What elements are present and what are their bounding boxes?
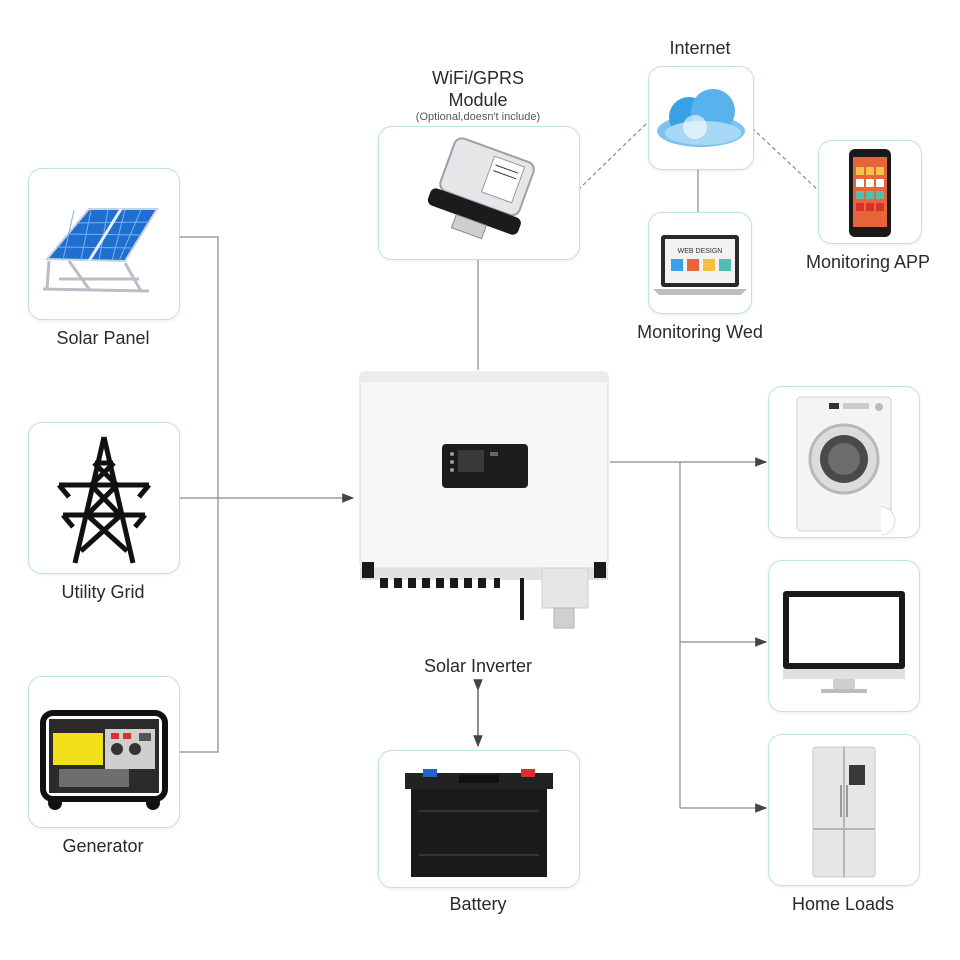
fridge-icon xyxy=(812,746,876,878)
home-loads-label: Home Loads xyxy=(791,894,895,914)
solar-inverter xyxy=(358,370,610,642)
wifi-module-note: (Optional,doesn't include) xyxy=(415,111,541,123)
utility-grid-label: Utility Grid xyxy=(61,582,145,602)
loads-bus-line xyxy=(610,461,681,808)
fridge-card xyxy=(768,734,920,886)
monitor-card xyxy=(768,560,920,712)
wifi-module-icon xyxy=(427,137,535,240)
monitor-icon xyxy=(783,591,905,693)
generator-label: Generator xyxy=(62,836,144,856)
wifi-module-card xyxy=(378,126,580,260)
power-tower-icon xyxy=(57,436,151,564)
internet-card xyxy=(648,66,754,170)
module-to-internet-line xyxy=(577,121,649,191)
cloud-icon xyxy=(657,89,745,147)
utility-grid-card xyxy=(28,422,180,574)
monitoring-web-label: Monitoring Wed xyxy=(637,322,763,342)
wifi-module-label-line1: WiFi/GPRS xyxy=(432,68,524,88)
monitoring-app-label: Monitoring APP xyxy=(805,252,931,272)
washing-machine-card xyxy=(768,386,920,538)
battery-label: Battery xyxy=(449,894,507,914)
monitoring-app-card xyxy=(818,140,922,244)
wifi-module-label-line2: Module xyxy=(448,90,508,110)
solar-panel-card xyxy=(28,168,180,320)
solar-panel-label: Solar Panel xyxy=(56,328,150,348)
internet-to-app-line xyxy=(751,127,819,191)
internet-label: Internet xyxy=(669,38,731,58)
source-bus-line xyxy=(180,236,219,753)
battery-icon xyxy=(405,769,553,877)
inverter-icon xyxy=(359,371,609,629)
laptop-icon: WEB DESIGN xyxy=(653,235,747,295)
generator-icon xyxy=(40,710,168,810)
web-design-text: WEB DESIGN xyxy=(678,248,723,255)
monitoring-web-card: WEB DESIGN xyxy=(648,212,752,314)
battery-card xyxy=(378,750,580,888)
solar-inverter-label: Solar Inverter xyxy=(423,656,533,676)
solar-panel-icon xyxy=(42,208,159,293)
smartphone-icon xyxy=(849,149,891,237)
generator-card xyxy=(28,676,180,828)
washing-machine-icon xyxy=(796,396,896,536)
